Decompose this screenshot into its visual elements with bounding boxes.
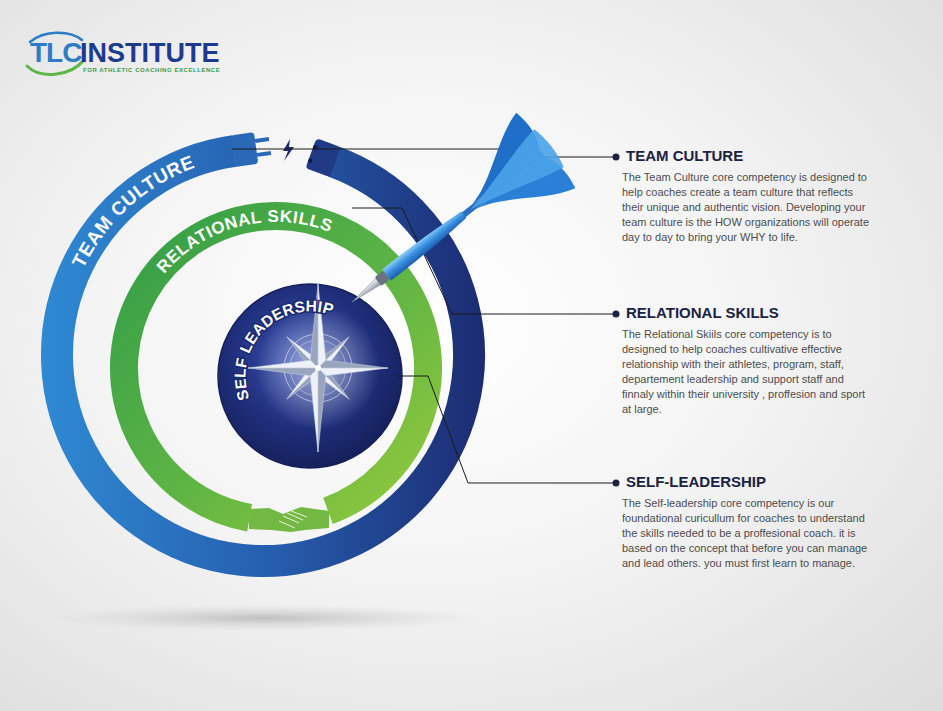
shape-group: TEAM CULTURE bbox=[57, 130, 469, 561]
section-body: The Team Culture core competency is desi… bbox=[622, 170, 872, 245]
socket-slot bbox=[308, 158, 313, 163]
compass-point bbox=[318, 368, 326, 452]
finger-lines bbox=[279, 511, 307, 528]
shape-group: SELF LEADERSHIP bbox=[218, 284, 402, 468]
plug-prong bbox=[255, 137, 269, 143]
bullet-dot bbox=[613, 480, 620, 487]
section-heading: RELATIONAL SKILLS bbox=[626, 304, 779, 321]
handshake-symbol bbox=[249, 507, 329, 532]
compass-hub bbox=[315, 365, 321, 371]
compass-point bbox=[248, 360, 318, 368]
center-disc: SELF LEADERSHIP bbox=[218, 284, 402, 468]
ring-stroke bbox=[57, 151, 469, 561]
section-body: The Relational Skiils core competency is… bbox=[622, 327, 872, 417]
dart-fin bbox=[476, 152, 577, 245]
compass-point bbox=[248, 368, 318, 376]
compass-point bbox=[310, 284, 318, 368]
plug-body bbox=[230, 132, 258, 167]
leader-line bbox=[396, 376, 616, 483]
socket-symbol bbox=[305, 138, 340, 177]
ring-label: SELF LEADERSHIP bbox=[231, 297, 336, 402]
dart bbox=[322, 108, 580, 339]
plug-symbol bbox=[230, 130, 272, 167]
ring-label: RELATIONAL SKILLS bbox=[153, 207, 336, 277]
logo-text: INSTITUTE bbox=[80, 38, 220, 69]
bullet-dot bbox=[613, 154, 620, 161]
compass-point bbox=[310, 368, 318, 452]
socket-body bbox=[305, 138, 340, 177]
socket-slot bbox=[313, 145, 318, 150]
section-body: The Self-leadership core competency is o… bbox=[622, 496, 872, 571]
logo-text: TLC bbox=[30, 37, 81, 69]
dart-tip bbox=[350, 278, 382, 305]
floor-shadow bbox=[50, 605, 480, 631]
shape-outline: SELF LEADERSHIP bbox=[218, 284, 402, 468]
shape-group: RELATIONAL SKILLS bbox=[124, 207, 428, 532]
dart-barrel bbox=[382, 209, 468, 281]
section-heading: TEAM CULTURE bbox=[626, 147, 743, 164]
logo-tagline: FOR ATHLETIC COACHING EXCELLENCE bbox=[83, 67, 220, 74]
compass-point bbox=[318, 284, 326, 368]
bullet-dot bbox=[613, 311, 620, 318]
ring-band: TEAM CULTURERELATIONAL SKILLS SELF LEADER… bbox=[41, 133, 485, 577]
dart-fin bbox=[455, 127, 566, 228]
compass-point bbox=[318, 360, 388, 368]
compass-point bbox=[318, 368, 388, 376]
leader-line bbox=[232, 149, 616, 157]
leader-line bbox=[352, 208, 616, 314]
dart-collar bbox=[375, 271, 390, 286]
section-heading: SELF-LEADERSHIP bbox=[626, 473, 766, 490]
logo-mark bbox=[27, 33, 84, 75]
hand-shape bbox=[249, 507, 329, 532]
dart-shaft bbox=[459, 151, 545, 220]
dart-fin bbox=[445, 111, 546, 204]
bullet-dots bbox=[613, 154, 620, 487]
spark-symbol bbox=[283, 139, 294, 161]
leader-lines bbox=[232, 149, 616, 483]
ring-band: RELATIONAL SKILLS SELF LEADERSHIP bbox=[110, 202, 442, 534]
core-disc bbox=[218, 284, 402, 468]
plug-prong bbox=[257, 151, 271, 157]
